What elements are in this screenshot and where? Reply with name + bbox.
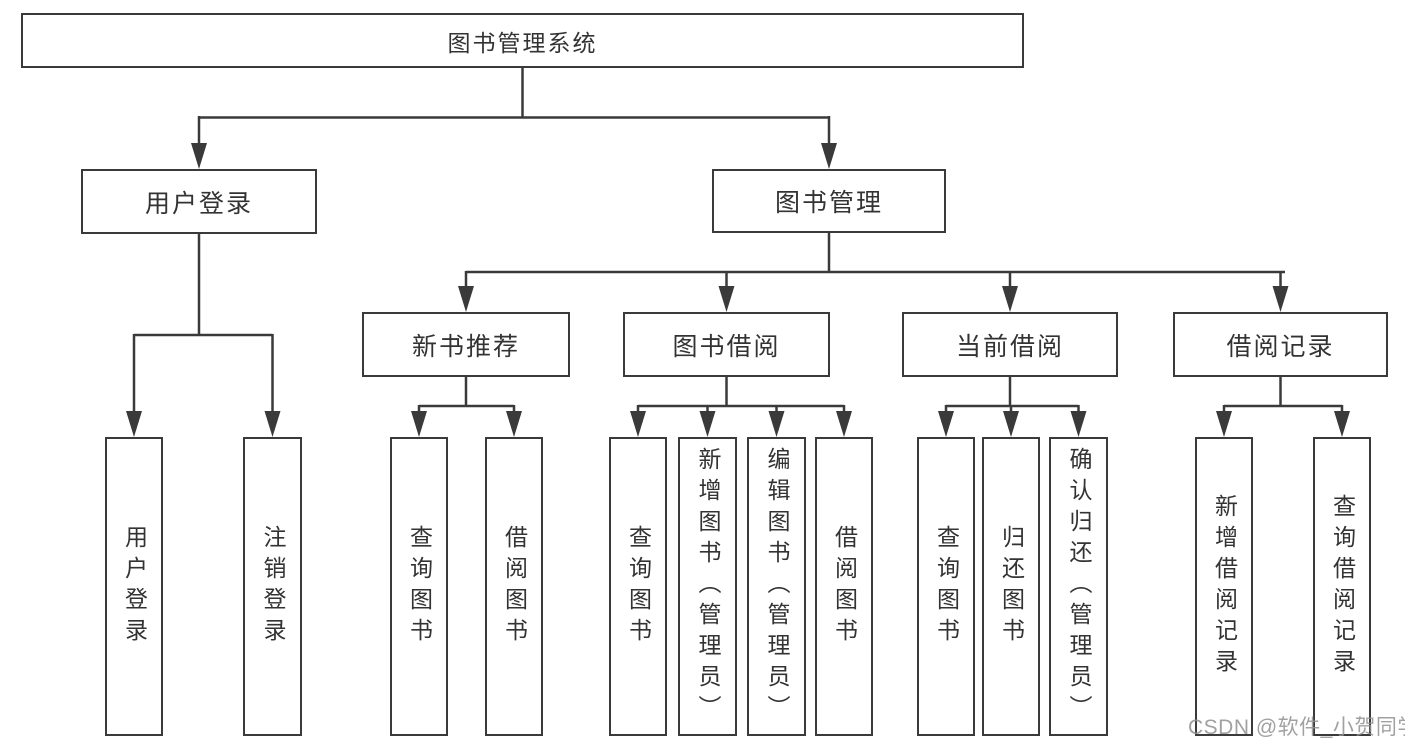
leaf-borrow-books-recommend: 借阅图书 <box>485 437 543 736</box>
node-user-login: 用户登录 <box>81 169 317 234</box>
leaf-edit-books-admin: 编辑图书（管理员） <box>747 437 806 736</box>
node-book-management: 图书管理 <box>712 169 946 233</box>
node-current-borrowing: 当前借阅 <box>902 312 1118 377</box>
watermark: CSDN @软件_小贺同学 <box>1188 716 1405 739</box>
connector-paths <box>132 68 1344 412</box>
leaf-query-borrow-record: 查询借阅记录 <box>1313 437 1371 736</box>
leaf-confirm-return-admin: 确认归还（管理员） <box>1049 437 1108 736</box>
arrowhead-icons <box>126 143 1350 437</box>
node-borrowing-records: 借阅记录 <box>1173 312 1388 377</box>
leaf-query-books-recommend: 查询图书 <box>390 437 448 736</box>
leaf-query-books-borrowing: 查询图书 <box>609 437 667 736</box>
node-book-management-system: 图书管理系统 <box>21 13 1024 68</box>
leaf-logout: 注销登录 <box>243 437 302 736</box>
leaf-user-login: 用户登录 <box>105 437 163 736</box>
leaf-query-books-current: 查询图书 <box>917 437 975 736</box>
leaf-add-borrow-record: 新增借阅记录 <box>1195 437 1253 736</box>
leaf-borrow-books: 借阅图书 <box>815 437 873 736</box>
node-book-borrowing: 图书借阅 <box>623 312 830 377</box>
node-new-book-recommendation: 新书推荐 <box>362 312 570 377</box>
leaf-add-books-admin: 新增图书（管理员） <box>678 437 737 736</box>
leaf-return-books: 归还图书 <box>982 437 1040 736</box>
